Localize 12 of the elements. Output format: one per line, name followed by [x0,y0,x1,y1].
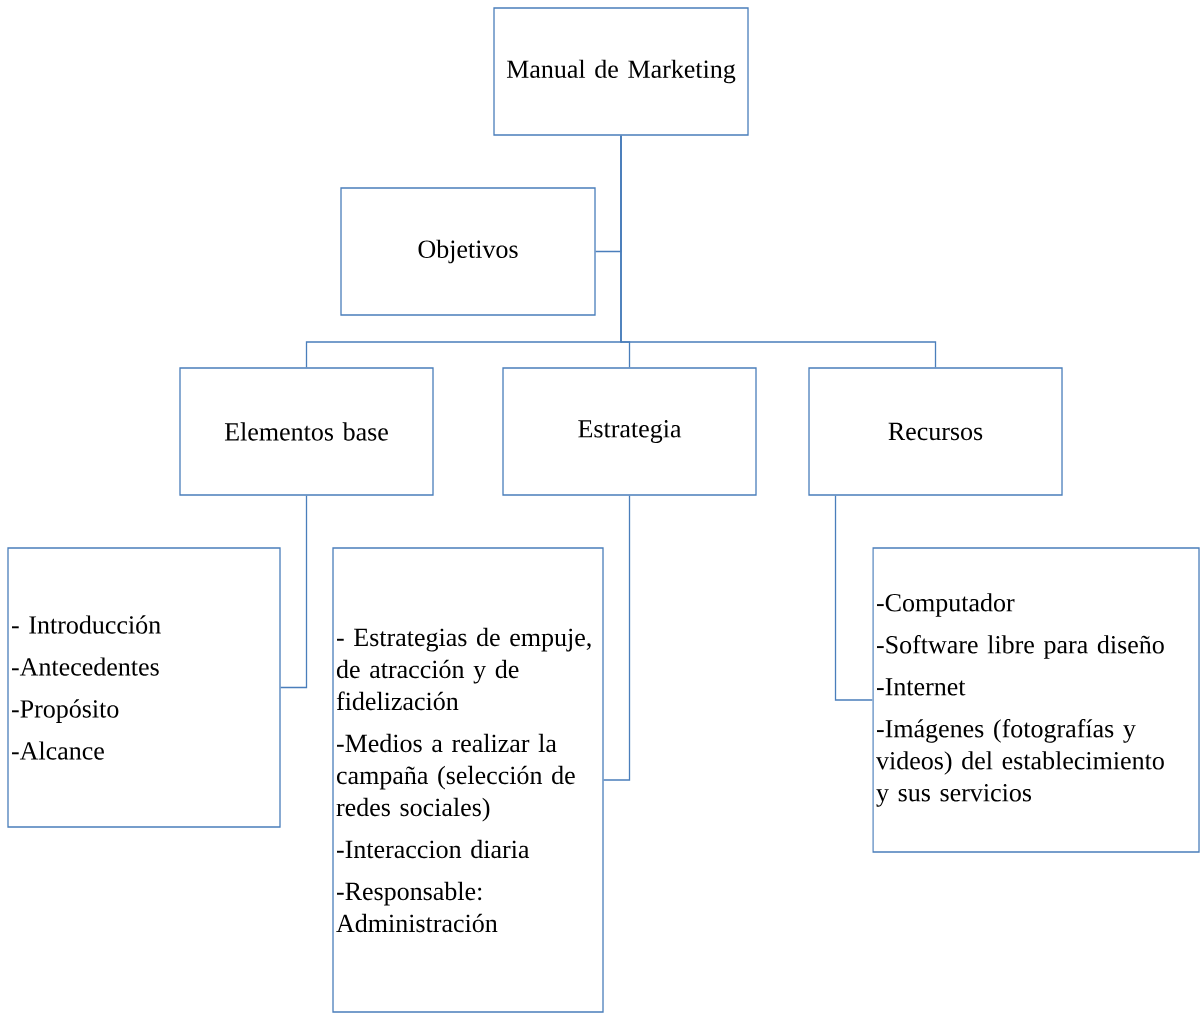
connector-line [603,495,631,781]
process-box: Recursos [808,367,1063,496]
list-box: - Estrategias de empuje, de atracción y de fidelización -Medios a realizar la campaña (selección de redes sociales) -Interaccion diaria -Responsable: Administración [332,547,604,1013]
connector-line [834,495,873,701]
connector-line [620,135,937,368]
connector-line [280,495,308,689]
list-box: -Computador -Software libre para diseño -Internet -Imágenes (fotografías y videos) del establecimiento y sus servicios [872,547,1200,853]
process-box: Objetivos [340,187,596,316]
process-box: Elementos base [179,367,434,496]
list-box: - Introducción -Antecedentes -Propósito -Alcance [7,547,281,828]
process-box: Estrategia [502,367,757,496]
title-box: Manual de Marketing [493,7,749,136]
